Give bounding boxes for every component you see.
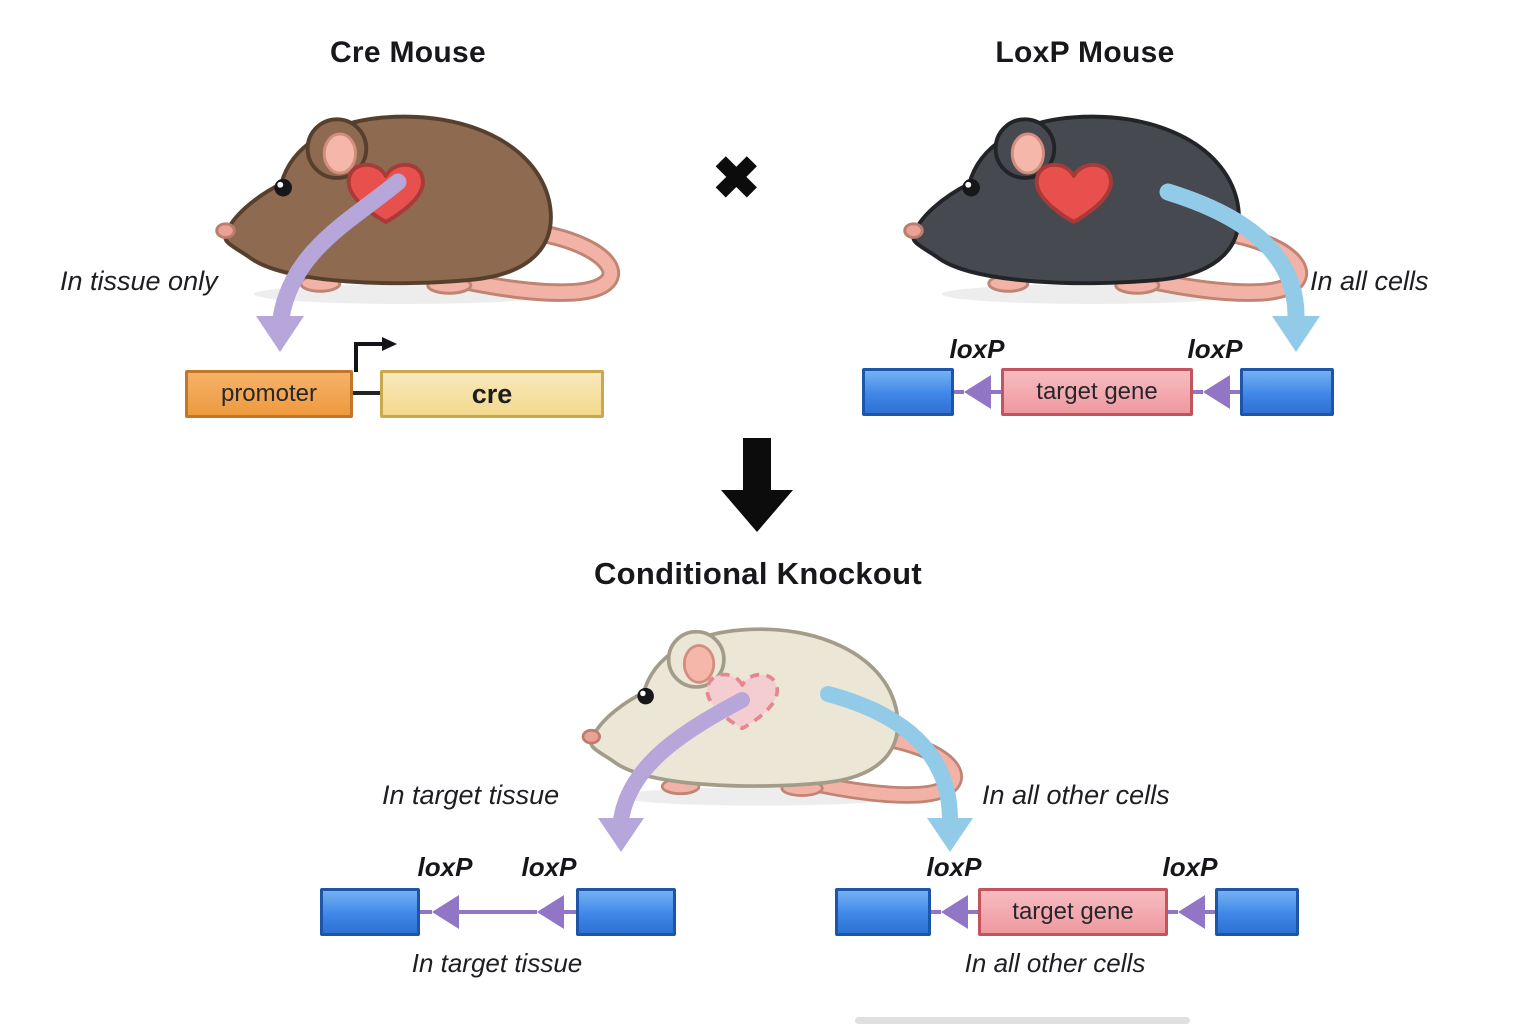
- cre-annotation: In tissue only: [60, 266, 218, 296]
- loxp-site-triangle: [941, 895, 968, 929]
- construct-stem: [954, 390, 964, 394]
- intact-construct: target gene: [835, 888, 1299, 936]
- knockout-right-annotation: In all other cells: [982, 780, 1170, 810]
- loxp-label: loxP: [521, 852, 577, 882]
- loxp-annotation: In all cells: [1310, 266, 1429, 296]
- cross-breeding-icon: ✖: [712, 146, 761, 211]
- exon-box: [1240, 368, 1334, 416]
- construct-stem: [1168, 910, 1178, 914]
- conditional-knockout-title: Conditional Knockout: [593, 556, 923, 591]
- excised-gene-gap-line: [459, 910, 537, 914]
- loxp-label: loxP: [1162, 852, 1218, 882]
- construct-stem: [1205, 910, 1215, 914]
- promoter-cre-connector: [352, 391, 382, 395]
- construct-stem: [1230, 390, 1240, 394]
- cre-mouse-title: Cre Mouse: [329, 36, 487, 69]
- exon-box: [320, 888, 420, 936]
- loxp-label: loxP: [417, 852, 473, 882]
- loxp-mouse-illustration: [893, 78, 1323, 313]
- loxp-site-triangle: [1178, 895, 1205, 929]
- loxp-label: loxP: [949, 334, 1005, 364]
- construct-stem: [968, 910, 978, 914]
- target-gene-box: target gene: [1001, 368, 1193, 416]
- loxp-construct: target gene: [862, 368, 1334, 416]
- cre-mouse-illustration: [205, 78, 635, 313]
- exon-box: [835, 888, 931, 936]
- transcription-start-icon: [354, 337, 397, 372]
- cre-gene-box: cre: [380, 370, 604, 418]
- exon-box: [1215, 888, 1299, 936]
- excised-construct-caption: In target tissue: [411, 948, 583, 978]
- loxp-label: loxP: [926, 852, 982, 882]
- loxp-site-triangle: [1203, 375, 1230, 409]
- exon-box: [576, 888, 676, 936]
- loxp-mouse-title: LoxP Mouse: [995, 36, 1175, 69]
- knockout-mouse-illustration: [572, 593, 977, 814]
- promoter-box: promoter: [185, 370, 353, 418]
- construct-stem: [420, 910, 432, 914]
- breeding-down-arrow: [721, 438, 793, 532]
- excised-construct: [320, 888, 676, 936]
- loxp-site-triangle: [432, 895, 459, 929]
- construct-stem: [564, 910, 576, 914]
- construct-stem: [1193, 390, 1203, 394]
- target-gene-box: target gene: [978, 888, 1168, 936]
- construct-stem: [991, 390, 1001, 394]
- exon-box: [862, 368, 954, 416]
- intact-construct-caption: In all other cells: [964, 948, 1146, 978]
- bottom-strip: [855, 1017, 1190, 1024]
- loxp-site-triangle: [964, 375, 991, 409]
- construct-stem: [931, 910, 941, 914]
- knockout-left-annotation: In target tissue: [382, 780, 560, 810]
- loxp-label: loxP: [1187, 334, 1243, 364]
- loxp-site-triangle: [537, 895, 564, 929]
